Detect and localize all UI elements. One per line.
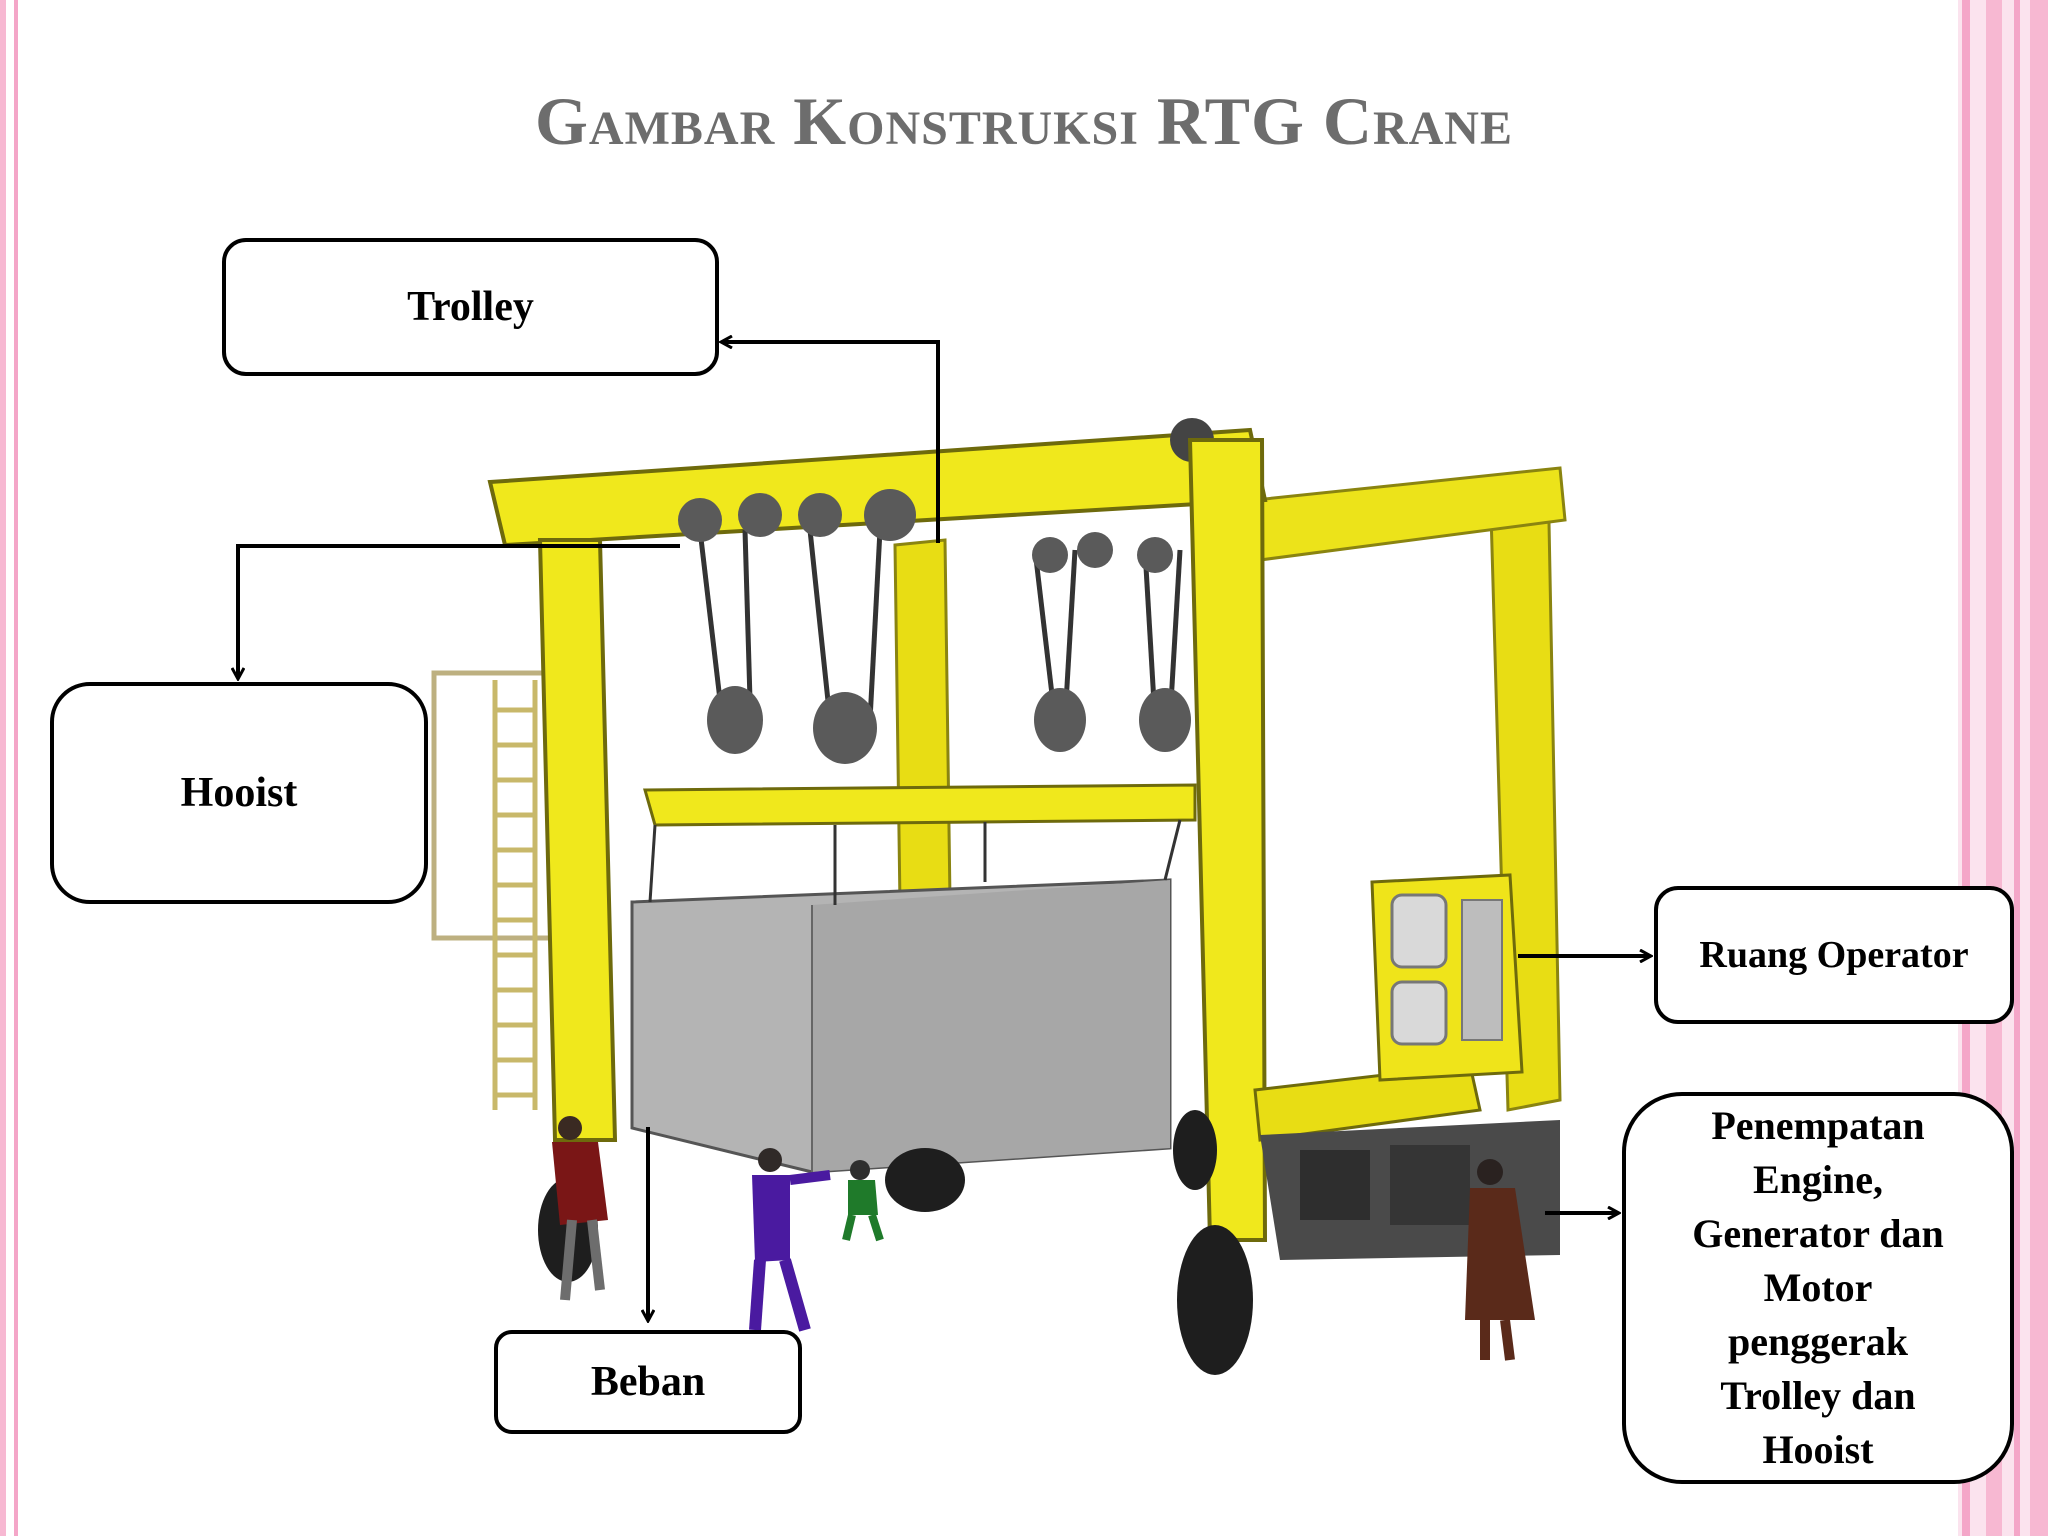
label-beban: Beban [494,1330,802,1434]
left-pink-stripe [0,0,6,1536]
operator-cabin [1370,873,1524,1082]
crane-front-right-leg [1187,438,1268,1242]
ladder [431,670,562,1110]
container-load [630,819,1182,1174]
worker-green [842,1160,884,1242]
arrow-to-trolley [722,342,940,543]
right-pink-stripe-4 [2030,0,2048,1536]
left-pink-stripe-thin [14,0,18,1536]
wheel [1173,1110,1217,1190]
label-ruang-operator: Ruang Operator [1654,886,2014,1024]
label-hooist: Hooist [50,682,428,904]
worker-red [552,1116,608,1301]
wheel [885,1148,965,1212]
wheel [1177,1225,1253,1375]
page-title: Gambar Konstruksi RTG Crane [535,83,1513,159]
label-trolley: Trolley [222,238,719,376]
label-engine-placement: Penempatan Engine, Generator dan Motor p… [1622,1092,2014,1484]
worker-purple [749,1148,831,1332]
crane-front-left-leg [537,538,618,1142]
hoist-blocks [678,489,1191,764]
worker-brown [1465,1159,1535,1361]
spreader-bar [643,783,1197,827]
right-pink-stripe-1 [1962,0,1970,1536]
arrow-to-hooist [238,544,680,678]
right-pink-stripe-3 [2014,0,2020,1536]
